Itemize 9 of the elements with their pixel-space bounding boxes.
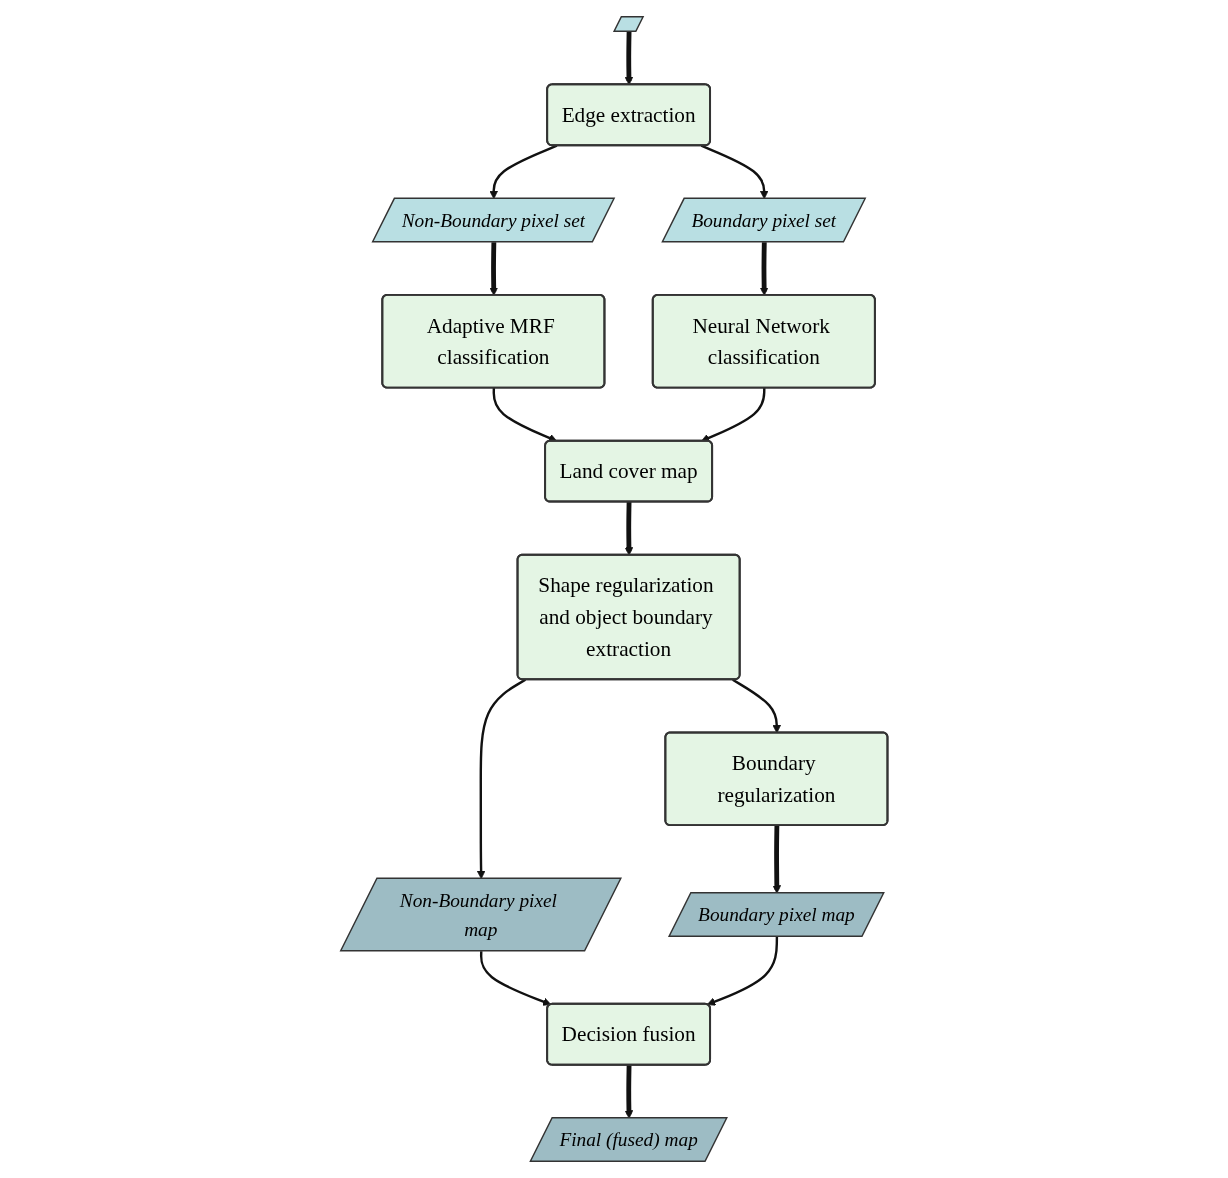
arrow xyxy=(700,388,766,443)
arrow xyxy=(759,242,769,296)
arrow xyxy=(624,31,634,86)
arrow xyxy=(706,936,778,1006)
arrow xyxy=(479,951,552,1006)
arrow xyxy=(489,242,498,296)
arrow xyxy=(732,678,781,734)
arrow xyxy=(624,502,634,556)
node-parallelogram xyxy=(612,16,645,32)
